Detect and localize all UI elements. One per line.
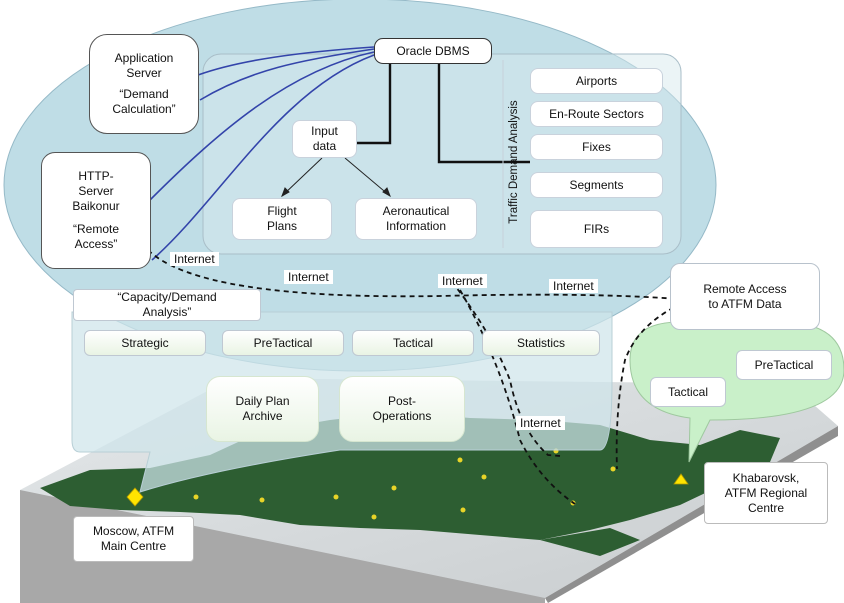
airports-box[interactable]: Airports <box>530 68 663 94</box>
internet-label-4: Internet <box>549 279 598 293</box>
capacity-title-line1: “Capacity/Demand <box>117 290 217 304</box>
flight-plans-line1: Flight <box>267 204 297 218</box>
khabarovsk-centre-label: Khabarovsk, ATFM Regional Centre <box>704 462 828 524</box>
internet-label-5: Internet <box>516 416 565 430</box>
internet-label-3: Internet <box>438 274 487 288</box>
oracle-dbms-label: Oracle DBMS <box>396 43 470 58</box>
remote-pretactical-box[interactable]: PreTactical <box>736 350 832 380</box>
capacity-title-line2: Analysis” <box>142 305 192 319</box>
moscow-centre-label: Moscow, ATFM Main Centre <box>73 516 194 562</box>
internet-links <box>147 249 691 505</box>
fixes-label: Fixes <box>582 139 611 154</box>
moscow-line1: Moscow, ATFM <box>92 524 175 538</box>
khabarovsk-marker <box>673 473 689 485</box>
moscow-marker <box>126 487 144 507</box>
post-operations-box[interactable]: Post- Operations <box>339 376 465 442</box>
enroute-sectors-label: En-Route Sectors <box>549 106 644 121</box>
capacity-demand-title: “Capacity/Demand Analysis” <box>73 289 261 321</box>
remote-access-line1: “Remote <box>72 222 119 236</box>
aero-info-line1: Aeronautical <box>382 204 450 218</box>
mode-pretactical-label: PreTactical <box>253 335 313 350</box>
mode-tactical[interactable]: Tactical <box>352 330 474 356</box>
khabarovsk-line3: Centre <box>747 500 785 515</box>
remote-pretactical-label: PreTactical <box>754 357 814 372</box>
http-server-line1: HTTP- <box>78 169 114 183</box>
input-arrows <box>281 157 391 198</box>
input-data-line1: Input <box>311 124 338 138</box>
oracle-dbms-box[interactable]: Oracle DBMS <box>374 38 492 64</box>
aero-info-line2: Information <box>385 219 447 233</box>
mode-statistics-label: Statistics <box>516 335 565 350</box>
firs-label: FIRs <box>583 221 610 236</box>
remote-tactical-label: Tactical <box>667 384 708 399</box>
mode-pretactical[interactable]: PreTactical <box>222 330 344 356</box>
internet-label-1: Internet <box>170 252 219 266</box>
application-server-box[interactable]: Application Server “Demand Calculation” <box>89 34 199 134</box>
mode-strategic[interactable]: Strategic <box>84 330 206 356</box>
firs-box[interactable]: FIRs <box>530 210 663 248</box>
airports-label: Airports <box>575 73 618 88</box>
aeronautical-info-box[interactable]: Aeronautical Information <box>355 198 477 240</box>
remote-tactical-box[interactable]: Tactical <box>650 377 726 407</box>
server-connectors <box>149 46 375 261</box>
http-server-box[interactable]: HTTP- Server Baikonur “Remote Access” <box>41 152 151 269</box>
http-server-line2: Server <box>78 184 114 198</box>
http-server-line3: Baikonur <box>72 199 120 213</box>
daily-plan-line1: Daily Plan <box>235 394 290 408</box>
remote-access-line2: Access” <box>74 237 118 251</box>
flight-plans-line2: Plans <box>266 219 298 233</box>
remote-access-title-line2: to ATFM Data <box>708 296 782 311</box>
khabarovsk-line2: ATFM Regional <box>724 485 808 500</box>
daily-plan-line2: Archive <box>242 409 283 423</box>
map-city-markers <box>193 448 616 520</box>
mode-tactical-label: Tactical <box>392 335 433 350</box>
khabarovsk-line1: Khabarovsk, <box>732 470 800 485</box>
input-data-box[interactable]: Input data <box>292 120 357 158</box>
remote-access-title-line1: Remote Access <box>703 281 787 296</box>
mode-strategic-label: Strategic <box>121 335 169 350</box>
flight-plans-box[interactable]: Flight Plans <box>232 198 332 240</box>
app-server-line2: Server <box>126 66 162 80</box>
post-ops-line1: Post- <box>387 394 416 408</box>
data-connectors <box>356 64 530 164</box>
demand-calc-line2: Calculation” <box>112 102 176 116</box>
app-server-line1: Application <box>114 51 174 65</box>
mode-statistics[interactable]: Statistics <box>482 330 600 356</box>
demand-calc-line1: “Demand <box>119 87 169 101</box>
segments-box[interactable]: Segments <box>530 172 663 198</box>
internet-label-2: Internet <box>284 270 333 284</box>
remote-access-box[interactable]: Remote Access to ATFM Data <box>670 263 820 330</box>
segments-label: Segments <box>569 177 624 192</box>
daily-plan-archive-box[interactable]: Daily Plan Archive <box>206 376 319 442</box>
fixes-box[interactable]: Fixes <box>530 134 663 160</box>
moscow-line2: Main Centre <box>100 539 167 553</box>
post-ops-line2: Operations <box>372 409 432 423</box>
enroute-sectors-box[interactable]: En-Route Sectors <box>530 101 663 127</box>
input-data-line2: data <box>312 139 337 153</box>
traffic-demand-label: Traffic Demand Analysis <box>508 100 520 224</box>
